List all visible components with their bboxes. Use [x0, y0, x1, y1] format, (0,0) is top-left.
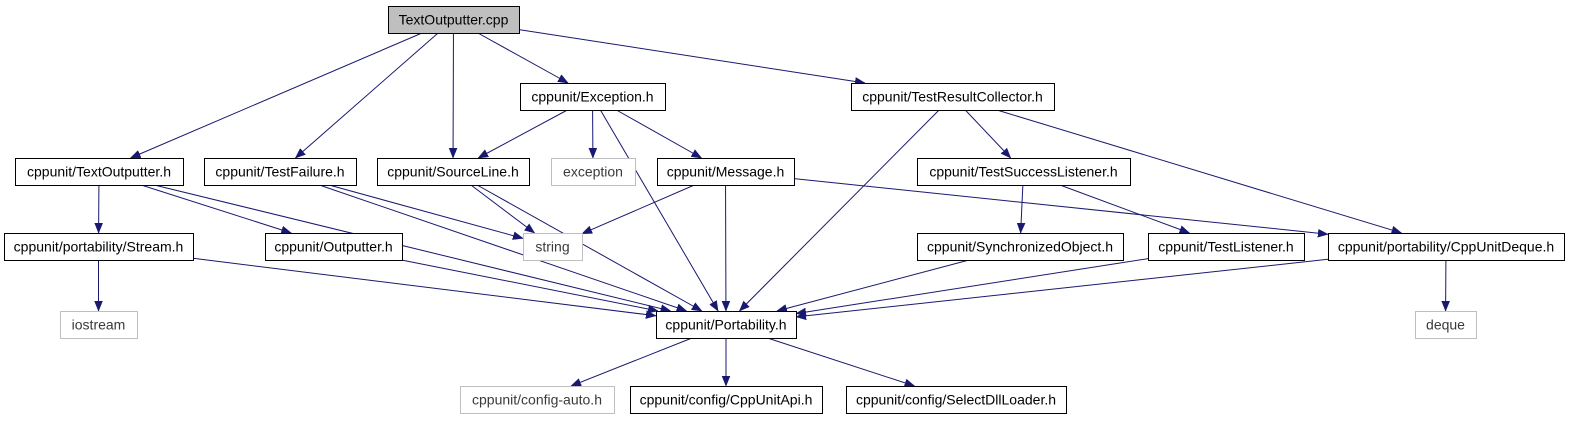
node-label: cppunit/config-auto.h [472, 392, 602, 408]
edge-trc-h-to-portability-h [739, 109, 940, 311]
edge-sourceline-h-to-portability-h [476, 184, 702, 312]
node-label: cppunit/config/SelectDllLoader.h [856, 392, 1056, 408]
node-box [846, 386, 1067, 414]
node-box [1415, 311, 1477, 339]
node-root[interactable]: TextOutputter.cpp [388, 6, 520, 34]
node-deque: deque [1415, 311, 1477, 339]
node-label: cppunit/Portability.h [665, 317, 786, 333]
edge-message-h-to-deque-h [793, 178, 1328, 235]
edge-root-to-exception-h [477, 32, 568, 84]
edge-message-h-to-string [582, 184, 695, 235]
edge-syncobj-h-to-portability-h [777, 259, 970, 311]
edge-portability-h-to-selectdll-h [767, 337, 914, 386]
node-label: string [535, 239, 569, 255]
node-box [917, 158, 1131, 186]
node-label: cppunit/TestFailure.h [215, 164, 344, 180]
node-label: cppunit/SynchronizedObject.h [927, 239, 1113, 255]
node-selectdll-h[interactable]: cppunit/config/SelectDllLoader.h [846, 386, 1067, 414]
node-label: cppunit/SourceLine.h [387, 164, 519, 180]
node-tsl-h[interactable]: cppunit/TestSuccessListener.h [917, 158, 1131, 186]
node-box [4, 233, 194, 261]
node-testfailure-h[interactable]: cppunit/TestFailure.h [204, 158, 357, 186]
edge-trc-h-to-tsl-h [964, 109, 1010, 158]
edge-trc-h-to-deque-h [996, 109, 1402, 233]
node-exception-h[interactable]: cppunit/Exception.h [520, 83, 666, 111]
node-trc-h[interactable]: cppunit/TestResultCollector.h [851, 83, 1055, 111]
node-box [656, 311, 797, 339]
node-label: cppunit/Message.h [667, 164, 785, 180]
edge-testfailure-h-to-string [328, 184, 523, 238]
edge-portability-h-to-config-auto-h [571, 337, 693, 387]
edge-testlistener-h-to-portability-h [796, 258, 1149, 314]
node-string: string [523, 233, 583, 261]
node-deque-h[interactable]: cppunit/portability/CppUnitDeque.h [1328, 233, 1565, 261]
edge-root-to-trc-h [518, 29, 865, 83]
node-box [523, 233, 583, 261]
node-label: cppunit/TestResultCollector.h [862, 89, 1043, 105]
node-label: cppunit/portability/CppUnitDeque.h [1338, 239, 1554, 255]
node-label: exception [563, 164, 623, 180]
edge-root-to-testfailure-h [295, 32, 439, 158]
node-label: cppunit/Outputter.h [274, 239, 392, 255]
edge-deque-h-to-portability-h [796, 258, 1329, 317]
node-label: cppunit/TestListener.h [1158, 239, 1293, 255]
edges-layer [99, 29, 1446, 387]
node-box [630, 386, 823, 414]
node-stream-h[interactable]: cppunit/portability/Stream.h [4, 233, 194, 261]
node-box [520, 83, 666, 111]
edge-root-to-textoutputter-h [130, 32, 423, 159]
edge-sourceline-h-to-string [470, 184, 535, 233]
edge-tsl-h-to-syncobj-h [1021, 184, 1023, 233]
node-label: TextOutputter.cpp [399, 12, 509, 28]
edge-exception-h-to-portability-h [599, 109, 719, 311]
node-box [388, 6, 520, 34]
edge-stream-h-to-portability-h [192, 257, 656, 316]
node-box [60, 311, 138, 339]
node-box [657, 158, 795, 186]
nodes-layer: TextOutputter.cpp cppunit/Exception.h cppu… [4, 6, 1565, 414]
node-textoutputter-h[interactable]: cppunit/TextOutputter.h [15, 158, 184, 186]
node-label: iostream [72, 317, 126, 333]
node-box [551, 158, 636, 186]
node-syncobj-h[interactable]: cppunit/SynchronizedObject.h [917, 233, 1124, 261]
node-box [15, 158, 184, 186]
node-box [1148, 233, 1305, 261]
node-box [917, 233, 1124, 261]
node-iostream: iostream [60, 311, 138, 339]
node-exception: exception [551, 158, 636, 186]
node-outputter-h[interactable]: cppunit/Outputter.h [265, 233, 403, 261]
node-box [204, 158, 357, 186]
node-testlistener-h[interactable]: cppunit/TestListener.h [1148, 233, 1305, 261]
node-box [1328, 233, 1565, 261]
edge-textoutputter-h-to-outputter-h [141, 184, 291, 233]
node-label: cppunit/portability/Stream.h [14, 239, 184, 255]
edge-testfailure-h-to-portability-h [319, 184, 686, 311]
node-box [460, 386, 615, 414]
node-portability-h[interactable]: cppunit/Portability.h [656, 311, 797, 339]
edge-exception-h-to-sourceline-h [478, 109, 568, 159]
edge-tsl-h-to-testlistener-h [1059, 184, 1190, 233]
node-label: cppunit/TextOutputter.h [27, 164, 171, 180]
edge-exception-h-to-message-h [616, 109, 701, 159]
edge-outputter-h-to-portability-h [401, 259, 658, 311]
node-config-auto-h: cppunit/config-auto.h [460, 386, 615, 414]
edge-textoutputter-h-to-portability-h [154, 184, 670, 311]
node-label: cppunit/Exception.h [531, 89, 653, 105]
node-box [851, 83, 1055, 111]
node-message-h[interactable]: cppunit/Message.h [657, 158, 795, 186]
node-cppunitapi-h[interactable]: cppunit/config/CppUnitApi.h [630, 386, 823, 414]
node-box [377, 158, 530, 186]
node-label: cppunit/config/CppUnitApi.h [640, 392, 813, 408]
node-box [265, 233, 403, 261]
node-label: deque [1426, 317, 1465, 333]
node-label: cppunit/TestSuccessListener.h [929, 164, 1117, 180]
node-sourceline-h[interactable]: cppunit/SourceLine.h [377, 158, 530, 186]
